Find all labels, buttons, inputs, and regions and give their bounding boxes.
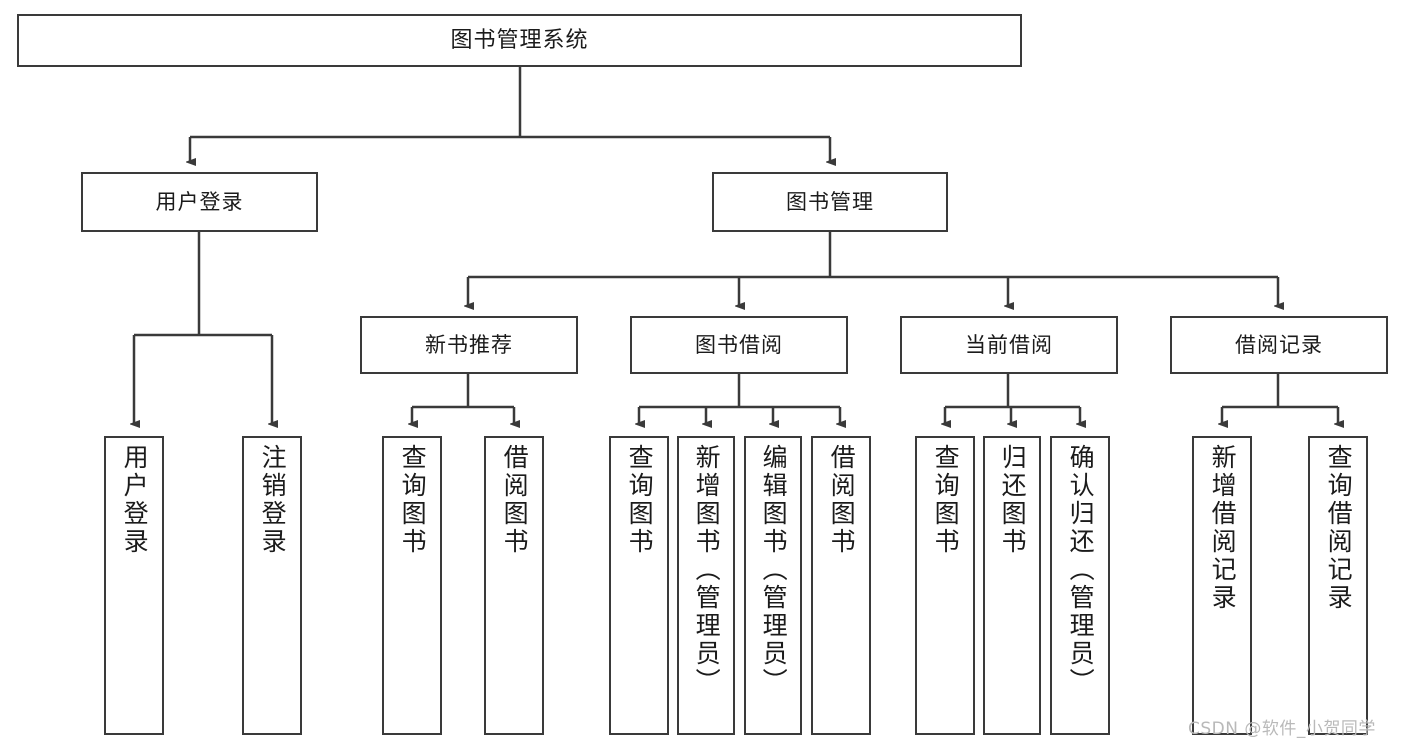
leaf-borrow-borrow-book[interactable]: 借阅图书 bbox=[811, 436, 871, 735]
node-label: 确认归还（管理员） bbox=[1066, 444, 1096, 696]
node-label: 新书推荐 bbox=[425, 332, 513, 357]
node-label: 新增图书（管理员） bbox=[692, 444, 722, 696]
node-root-system[interactable]: 图书管理系统 bbox=[17, 14, 1022, 67]
node-label: 当前借阅 bbox=[965, 332, 1053, 357]
node-label: 用户登录 bbox=[120, 444, 150, 556]
node-label: 图书管理 bbox=[786, 189, 874, 214]
node-label: 归还图书 bbox=[998, 444, 1028, 556]
node-book-management[interactable]: 图书管理 bbox=[712, 172, 948, 232]
leaf-current-confirm-return[interactable]: 确认归还（管理员） bbox=[1050, 436, 1110, 735]
node-borrow-record[interactable]: 借阅记录 bbox=[1170, 316, 1388, 374]
leaf-current-query-book[interactable]: 查询图书 bbox=[915, 436, 975, 735]
node-label: 借阅图书 bbox=[827, 444, 857, 556]
leaf-borrow-query-book[interactable]: 查询图书 bbox=[609, 436, 669, 735]
node-label: 图书管理系统 bbox=[450, 27, 589, 53]
leaf-current-return-book[interactable]: 归还图书 bbox=[983, 436, 1041, 735]
node-label: 查询图书 bbox=[931, 444, 961, 556]
node-user-login[interactable]: 用户登录 bbox=[81, 172, 318, 232]
leaf-record-add-record[interactable]: 新增借阅记录 bbox=[1192, 436, 1252, 735]
leaf-recommend-query-book[interactable]: 查询图书 bbox=[382, 436, 442, 735]
leaf-recommend-borrow-book[interactable]: 借阅图书 bbox=[484, 436, 544, 735]
leaf-user-login-login[interactable]: 用户登录 bbox=[104, 436, 164, 735]
node-book-borrow[interactable]: 图书借阅 bbox=[630, 316, 848, 374]
watermark: CSDN @软件_小贺同学 bbox=[1188, 719, 1376, 739]
leaf-user-login-logout[interactable]: 注销登录 bbox=[242, 436, 302, 735]
leaf-record-query-record[interactable]: 查询借阅记录 bbox=[1308, 436, 1368, 735]
node-label: 查询借阅记录 bbox=[1324, 444, 1354, 612]
node-current-borrow[interactable]: 当前借阅 bbox=[900, 316, 1118, 374]
node-label: 新增借阅记录 bbox=[1208, 444, 1238, 612]
node-label: 查询图书 bbox=[625, 444, 655, 556]
node-label: 查询图书 bbox=[398, 444, 428, 556]
node-new-book-recommend[interactable]: 新书推荐 bbox=[360, 316, 578, 374]
node-label: 借阅记录 bbox=[1235, 332, 1323, 357]
node-label: 图书借阅 bbox=[695, 332, 783, 357]
leaf-borrow-edit-book[interactable]: 编辑图书（管理员） bbox=[744, 436, 802, 735]
leaf-borrow-add-book[interactable]: 新增图书（管理员） bbox=[677, 436, 735, 735]
node-label: 借阅图书 bbox=[500, 444, 530, 556]
node-label: 编辑图书（管理员） bbox=[759, 444, 789, 696]
node-label: 用户登录 bbox=[155, 189, 244, 214]
node-label: 注销登录 bbox=[258, 444, 288, 556]
